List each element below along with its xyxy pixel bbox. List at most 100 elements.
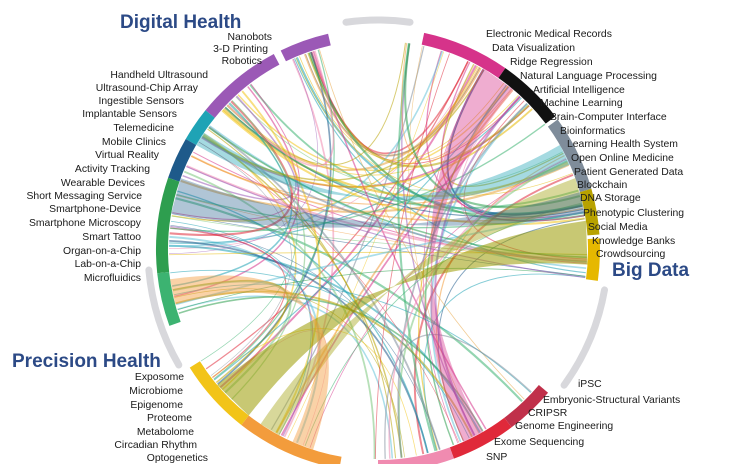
label-left-16: Organ-on-a-Chip [63, 246, 141, 257]
ribbon [172, 83, 300, 220]
ribbon [175, 211, 584, 306]
label-left-18: Microfluidics [84, 273, 141, 284]
arc-sensors [185, 110, 215, 145]
ribbon [186, 166, 586, 279]
ribbon [270, 45, 425, 431]
arc-learning-health [547, 119, 592, 193]
arc-ultrasound [205, 53, 280, 118]
label-bottom-left-6: Optogenetics [147, 453, 208, 464]
arc-exposome [189, 361, 249, 425]
group-title-digital-health: Digital Health [120, 12, 241, 33]
cycle-arrow-right [560, 286, 609, 389]
ribbon [172, 102, 293, 287]
label-right-8: Learning Health System [567, 139, 678, 150]
label-right-15: Knowledge Banks [592, 236, 675, 247]
ribbon [401, 42, 512, 160]
label-left-2: Robotics [222, 56, 262, 67]
cycle-arrow-top [342, 16, 414, 26]
label-right-4: Artificial Intelligence [533, 85, 625, 96]
label-right-14: Social Media [588, 222, 648, 233]
ribbon [401, 43, 476, 436]
label-left-1: 3-D Printing [213, 44, 268, 55]
label-bottom-left-3: Proteome [147, 413, 192, 424]
label-right-16: Crowdsourcing [596, 249, 666, 260]
ribbon [374, 53, 450, 459]
ribbon [169, 64, 476, 249]
label-left-0: Nanobots [228, 32, 272, 43]
label-right-5: Machine Learning [540, 98, 623, 109]
label-right-9: Open Online Medicine [571, 153, 674, 164]
label-left-4: Ultrasound-Chip Array [96, 83, 199, 94]
ribbon [388, 158, 567, 459]
ribbon [384, 333, 532, 459]
ribbon [203, 134, 403, 458]
label-left-5: Ingestible Sensors [99, 96, 184, 107]
ribbon [170, 123, 546, 233]
label-bottom-left-4: Metabolome [137, 427, 194, 438]
ribbon [398, 160, 568, 458]
arc-social-media [585, 238, 600, 281]
ribbon [423, 273, 586, 451]
label-right-11: Blockchain [577, 180, 627, 191]
ribbon [200, 102, 298, 362]
label-right-6: Brain-Computer Interface [550, 112, 667, 123]
label-right-3: Natural Language Processing [520, 71, 657, 82]
ribbon [280, 96, 521, 436]
label-left-13: Smartphone-Device [49, 204, 141, 215]
group-title-precision-health: Precision Health [12, 351, 161, 372]
label-bottom-left-1: Microbiome [129, 386, 183, 397]
ribbon [299, 56, 505, 161]
ribbon [170, 220, 312, 435]
arc-microfluidics [157, 271, 181, 326]
ribbon [434, 95, 521, 436]
label-right-7: Bioinformatics [560, 126, 625, 137]
label-left-15: Smart Tattoo [82, 232, 141, 243]
ribbon [305, 53, 481, 156]
arc-segments [156, 32, 600, 464]
label-left-6: Implantable Sensors [82, 109, 177, 120]
label-left-10: Activity Tracking [75, 164, 150, 175]
label-left-12: Short Messaging Service [26, 191, 142, 202]
ribbon [214, 86, 510, 381]
ribbon [169, 50, 444, 247]
ribbon [177, 267, 586, 311]
arc-ipsc [504, 384, 549, 428]
ribbon [295, 57, 573, 196]
arc-telemedicine [168, 139, 197, 182]
arc-nanobots-robotics [280, 33, 331, 62]
arc-wearables [156, 177, 180, 274]
ribbon [169, 58, 318, 254]
ribbon [319, 49, 525, 400]
arc-blockchain [579, 188, 600, 236]
ribbon [177, 190, 429, 454]
ribbon-band-teal [196, 132, 570, 201]
group-title-big-data: Big Data [612, 260, 690, 281]
label-right-10: Patient Generated Data [574, 167, 683, 178]
label-right-2: Ridge Regression [510, 57, 593, 68]
ribbon [304, 202, 582, 447]
ribbon [413, 173, 574, 455]
ribbon [227, 94, 519, 176]
label-bottom-left-5: Circadian Rhythm [114, 440, 197, 451]
ribbon [222, 108, 569, 198]
ribbon [440, 61, 585, 222]
label-left-14: Smartphone Microscopy [29, 218, 142, 229]
label-right-13: Phenotypic Clustering [583, 208, 684, 219]
ribbon [422, 69, 484, 444]
ribbon [170, 269, 470, 439]
ribbon-band-magenta [430, 68, 513, 442]
label-left-7: Telemedicine [113, 123, 174, 134]
label-left-11: Wearable Devices [61, 178, 145, 189]
arc-emr [421, 32, 506, 78]
label-bottom-right-2: CRIPSR [528, 408, 568, 419]
label-bottom-left-2: Epigenome [130, 400, 183, 411]
label-left-9: Virtual Reality [95, 150, 160, 161]
label-bottom-right-3: Genome Engineering [515, 421, 613, 432]
ribbons-layer [169, 42, 588, 459]
ribbon [418, 86, 509, 451]
ribbon-band-orange [170, 275, 329, 450]
ribbon [202, 69, 485, 182]
ribbon-band-olive-2 [260, 178, 584, 436]
